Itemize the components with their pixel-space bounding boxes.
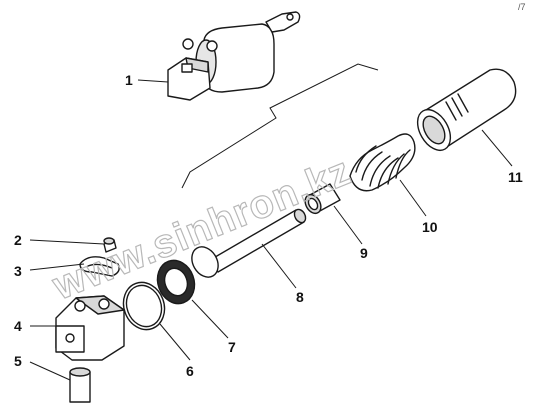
callout-10: 10 bbox=[422, 219, 438, 235]
leader-6 bbox=[159, 323, 191, 361]
part-10-outline bbox=[349, 133, 416, 192]
part-11-bore bbox=[422, 115, 446, 145]
leader-8 bbox=[261, 243, 297, 289]
part-11-cylinder-housing bbox=[416, 68, 517, 151]
part-2-top bbox=[103, 237, 115, 245]
callout-9: 9 bbox=[360, 245, 368, 261]
part-9-sleeve bbox=[304, 183, 341, 215]
part-1-lug bbox=[265, 11, 301, 33]
part-4-bolt-a bbox=[74, 300, 86, 312]
callout-1: 1 bbox=[125, 72, 133, 88]
part-5-bushing bbox=[69, 367, 91, 403]
part-1-cylinder-end-assembly bbox=[167, 11, 301, 101]
part-4-bolt-b bbox=[98, 298, 110, 310]
callout-2: 2 bbox=[14, 232, 22, 248]
section-break-line bbox=[181, 63, 379, 189]
part-1-body bbox=[203, 23, 275, 93]
callout-6: 6 bbox=[186, 363, 194, 379]
part-2-small-pin bbox=[103, 237, 117, 253]
callout-11: 11 bbox=[508, 169, 523, 185]
leader-2 bbox=[29, 239, 105, 245]
leader-5 bbox=[29, 361, 71, 381]
part-7-seal-ring bbox=[156, 259, 196, 305]
callout-8: 8 bbox=[296, 289, 304, 305]
watermark-text: www.sinhron.kz bbox=[46, 149, 357, 309]
leader-11 bbox=[481, 129, 513, 167]
callout-5: 5 bbox=[14, 353, 22, 369]
part-3-body bbox=[79, 256, 120, 277]
callout-labels: 1 2 3 4 5 6 7 8 9 10 11 bbox=[14, 72, 523, 379]
part-6-inner bbox=[125, 284, 163, 328]
leader-10 bbox=[399, 179, 427, 217]
part-10-coil-spring bbox=[349, 133, 416, 192]
part-1-bolt-a bbox=[182, 38, 194, 50]
part-1-bolt-b bbox=[206, 40, 218, 52]
part-3-spring-clip bbox=[79, 256, 120, 277]
part-4-clevis-end bbox=[55, 295, 125, 361]
leader-lines bbox=[29, 79, 513, 381]
callout-3: 3 bbox=[14, 263, 22, 279]
part-6-outer bbox=[122, 281, 166, 331]
leader-9 bbox=[333, 205, 363, 245]
part-8-piston-head bbox=[191, 246, 219, 278]
leader-3 bbox=[29, 263, 85, 271]
callout-7: 7 bbox=[228, 339, 236, 355]
part-4-block-hole bbox=[65, 333, 75, 343]
part-10-coils bbox=[355, 145, 411, 189]
part-3-groove bbox=[87, 263, 113, 269]
callout-4: 4 bbox=[14, 318, 22, 334]
part-7-inner bbox=[163, 267, 189, 297]
part-11-threads bbox=[445, 93, 469, 121]
part-6-o-ring bbox=[122, 281, 166, 331]
part-5-top bbox=[69, 367, 91, 377]
part-9-bore bbox=[307, 197, 319, 211]
part-8-rod-end bbox=[293, 208, 307, 224]
part-8-piston-rod bbox=[191, 208, 307, 278]
corner-mark: /7 bbox=[518, 2, 526, 12]
part-1-lug-hole bbox=[286, 13, 294, 21]
part-1-clevis-slot bbox=[181, 63, 193, 73]
leader-1 bbox=[137, 79, 169, 83]
leader-7 bbox=[191, 299, 229, 339]
